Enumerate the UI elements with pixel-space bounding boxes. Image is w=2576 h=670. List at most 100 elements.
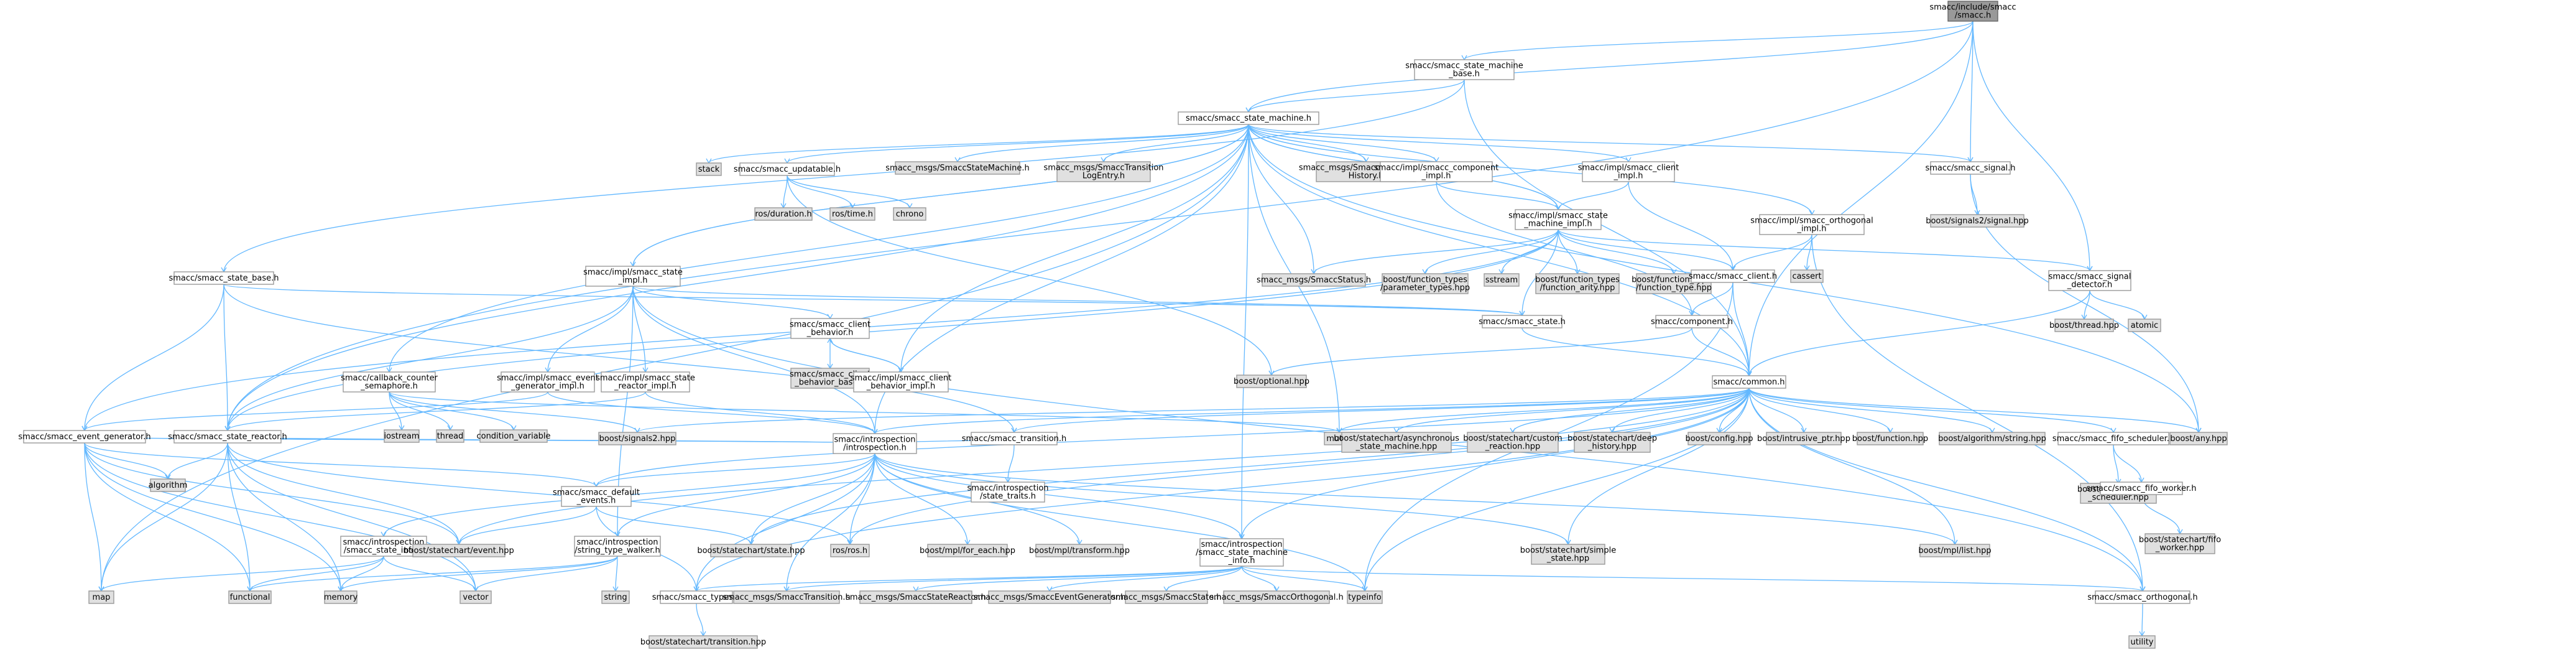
include-edge bbox=[1248, 124, 1367, 162]
node-clientBeh[interactable]: smacc/smacc_client_behavior.h bbox=[790, 318, 870, 339]
node-box bbox=[1582, 161, 1675, 182]
node-box bbox=[895, 161, 1020, 175]
node-label: smacc/smacc_fifo_scheduler.h bbox=[2052, 434, 2174, 444]
include-edge bbox=[1732, 282, 1750, 376]
node-types[interactable]: smacc/smacc_types.h bbox=[652, 590, 741, 604]
include-edge bbox=[84, 442, 169, 480]
include-edge bbox=[617, 453, 875, 537]
node-box bbox=[479, 429, 548, 443]
include-edge bbox=[227, 442, 459, 545]
include-edge bbox=[787, 175, 853, 208]
node-smImpl[interactable]: smacc/impl/smacc_state_machine_impl.h bbox=[1508, 209, 1608, 230]
include-edge bbox=[1013, 388, 1750, 433]
node-common[interactable]: smacc/common.h bbox=[1712, 375, 1786, 389]
node-label: smacc/introspection bbox=[1201, 540, 1282, 549]
node-label: boost/optional.hpp bbox=[1234, 377, 1309, 386]
include-edge bbox=[1248, 124, 1812, 215]
node-smInfo[interactable]: smacc/introspection/smacc_state_machine_… bbox=[1196, 538, 1288, 567]
node-upd[interactable]: smacc/smacc_updatable.h bbox=[734, 162, 841, 176]
node-client[interactable]: smacc/smacc_client.h bbox=[1689, 269, 1777, 283]
node-functional: functional bbox=[228, 590, 272, 604]
include-edge bbox=[1970, 21, 1974, 162]
node-box bbox=[833, 433, 917, 454]
node-box bbox=[696, 162, 722, 176]
node-label: _semaphore.h bbox=[360, 382, 418, 391]
node-box bbox=[598, 432, 676, 445]
edge-arrowhead bbox=[907, 203, 913, 209]
include-edge bbox=[1748, 21, 1974, 376]
node-compImpl[interactable]: smacc/impl/smacc_component_impl.h bbox=[1374, 161, 1498, 182]
node-transition[interactable]: smacc/smacc_transition.h bbox=[962, 432, 1067, 445]
node-intro[interactable]: smacc/introspection/introspection.h bbox=[833, 433, 917, 454]
node-box bbox=[585, 266, 681, 287]
include-edge bbox=[547, 286, 634, 373]
node-mplList: boost/mpl/list.hpp bbox=[1918, 544, 1992, 557]
node-sigDet[interactable]: smacc/smacc_signal_detector.h bbox=[2048, 270, 2131, 291]
include-edge bbox=[227, 436, 875, 444]
include-edge bbox=[1241, 565, 1365, 592]
include-edge bbox=[1748, 290, 2090, 376]
include-edge bbox=[547, 391, 875, 434]
node-fifoSched[interactable]: smacc/smacc_fifo_scheduler.h bbox=[2052, 432, 2174, 445]
node-label: smacc/smacc_orthogonal.h bbox=[2087, 593, 2197, 602]
node-label: _detector.h bbox=[2067, 281, 2113, 290]
node-label: _state.hpp bbox=[1546, 554, 1589, 564]
include-edge bbox=[1612, 388, 1750, 433]
node-box bbox=[1382, 273, 1469, 294]
node-label: smacc/smacc_signal bbox=[2049, 272, 2131, 282]
node-stateBase[interactable]: smacc/smacc_state_base.h bbox=[169, 271, 279, 285]
node-box bbox=[1766, 432, 1842, 445]
include-edge bbox=[637, 388, 1750, 433]
node-box bbox=[649, 635, 758, 649]
node-reactor[interactable]: smacc/smacc_state_reactor.h bbox=[168, 430, 287, 444]
node-label: smacc/component.h bbox=[1651, 317, 1733, 327]
node-label: _impl.h bbox=[1613, 172, 1643, 181]
node-signal[interactable]: smacc/smacc_signal.h bbox=[1925, 161, 2016, 175]
node-fifoWorker[interactable]: smacc/smacc_fifo_worker.h bbox=[2086, 482, 2197, 495]
node-smb[interactable]: smacc/smacc_state_machine_base.h bbox=[1405, 59, 1523, 80]
node-srImpl[interactable]: smacc/impl/smacc_state_reactor_impl.h bbox=[596, 371, 695, 393]
include-edge bbox=[1271, 327, 1692, 376]
node-traits[interactable]: smacc/introspection/state_traits.h bbox=[967, 482, 1049, 503]
include-edge bbox=[223, 284, 1523, 316]
include-edge bbox=[1166, 565, 1242, 592]
node-root[interactable]: smacc/include/smacc/smacc.h bbox=[1929, 1, 2016, 22]
node-cbImpl[interactable]: smacc/impl/smacc_client_behavior_impl.h bbox=[851, 371, 952, 393]
node-label: map bbox=[93, 593, 111, 602]
node-msgSM: smacc_msgs/SmaccStateMachine.h bbox=[885, 161, 1030, 175]
include-edge bbox=[874, 453, 1569, 545]
include-edge bbox=[84, 442, 251, 592]
node-label: smacc/impl/smacc_state bbox=[596, 374, 695, 383]
node-label: smacc/introspection bbox=[576, 538, 658, 547]
node-label: smacc/impl/smacc_client bbox=[1578, 164, 1679, 173]
node-msgTrans: smacc_msgs/SmaccTransition.h bbox=[722, 590, 851, 604]
node-cbSem[interactable]: smacc/callback_counter_semaphore.h bbox=[341, 371, 438, 393]
node-label: smacc_msgs/SmaccStateReactor.h bbox=[846, 593, 986, 602]
node-evGenImpl[interactable]: smacc/impl/smacc_event_generator_impl.h bbox=[497, 371, 599, 393]
node-string: string bbox=[601, 590, 630, 604]
include-edge bbox=[1248, 21, 1974, 113]
node-label: functional bbox=[230, 593, 270, 602]
node-label: smacc_msgs/SmaccState.h bbox=[1112, 593, 1222, 602]
node-msgOrtho: smacc_msgs/SmaccOrthogonal.h bbox=[1209, 590, 1344, 604]
node-label: _behavior.h bbox=[806, 328, 854, 338]
node-sm[interactable]: smacc/smacc_state_machine.h bbox=[1178, 111, 1319, 125]
node-component[interactable]: smacc/component.h bbox=[1651, 315, 1733, 328]
node-state[interactable]: smacc/smacc_state.h bbox=[1479, 315, 1566, 328]
node-msgEG: smacc_msgs/SmaccEventGenerator.h bbox=[974, 590, 1125, 604]
node-strWalker[interactable]: smacc/introspection/string_type_walker.h bbox=[574, 536, 661, 557]
node-defEvents[interactable]: smacc/smacc_default_events.h bbox=[553, 486, 640, 507]
node-orthoImpl[interactable]: smacc/impl/smacc_orthogonal_impl.h bbox=[1750, 214, 1873, 235]
node-label: smacc_msgs/SmaccStateMachine.h bbox=[885, 164, 1029, 173]
node-stInfo[interactable]: smacc/introspection/smacc_state_info.h bbox=[340, 536, 427, 557]
node-box bbox=[173, 271, 274, 285]
include-edge bbox=[1521, 229, 1559, 316]
node-clientImpl[interactable]: smacc/impl/smacc_client_impl.h bbox=[1578, 161, 1679, 182]
node-label: smacc/smacc_state_machine.h bbox=[1186, 114, 1311, 123]
node-box bbox=[733, 590, 840, 604]
include-edge bbox=[874, 453, 1242, 539]
node-ortho[interactable]: smacc/smacc_orthogonal.h bbox=[2087, 590, 2198, 604]
node-box bbox=[1930, 214, 2024, 228]
node-stateImpl[interactable]: smacc/impl/smacc_state_impl.h bbox=[583, 266, 683, 287]
node-evGen[interactable]: smacc/smacc_event_generator.h bbox=[18, 430, 151, 444]
